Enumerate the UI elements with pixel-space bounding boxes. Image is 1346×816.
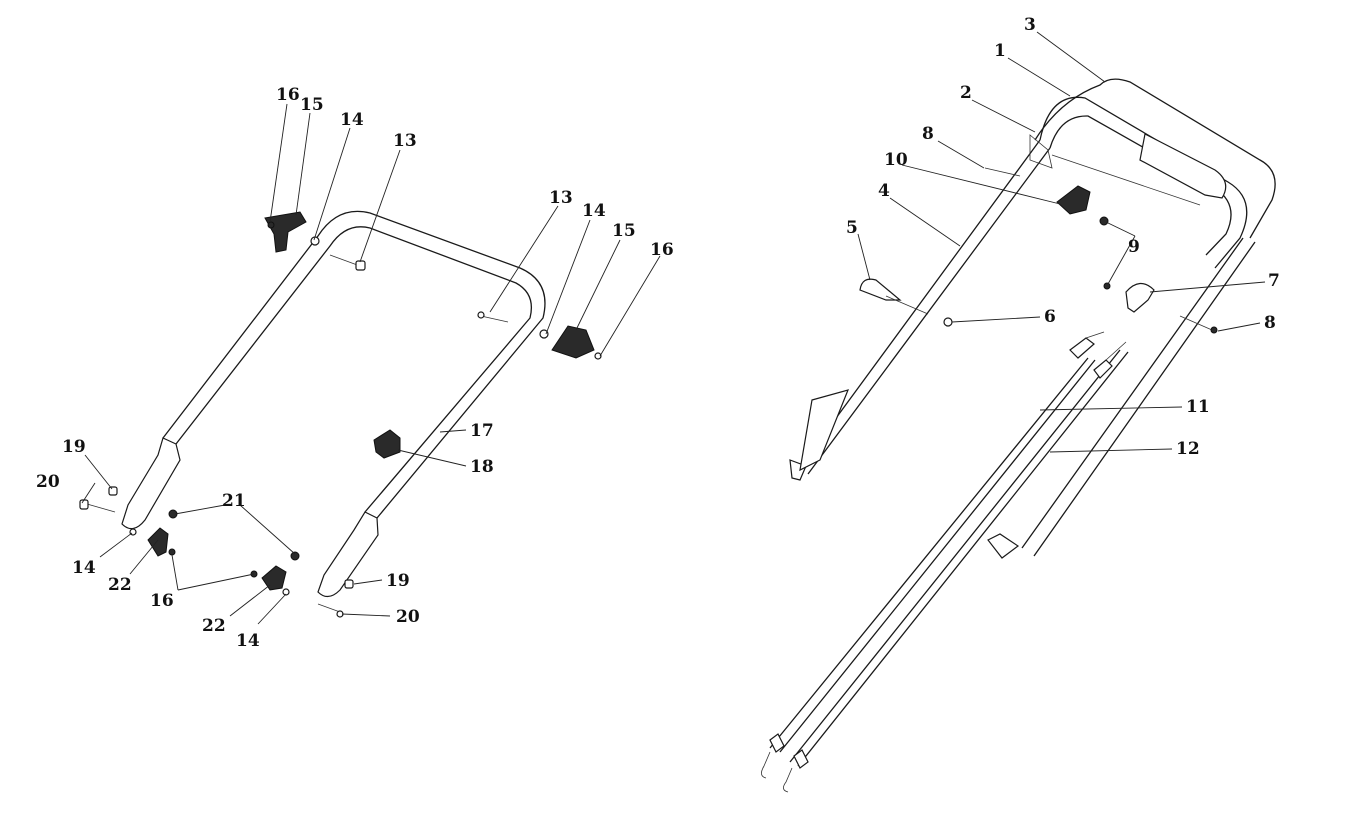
callout-3: 3 xyxy=(1024,15,1036,35)
grip-foam xyxy=(1139,133,1227,199)
callout-5: 5 xyxy=(846,218,858,238)
upper-handle-assembly xyxy=(761,78,1276,793)
cable-hook xyxy=(859,278,902,301)
callout-13-top-left: 13 xyxy=(393,131,417,151)
upper-handle-right-tube xyxy=(1021,237,1256,557)
callout-6: 6 xyxy=(1044,307,1056,327)
callout-15-top-right: 15 xyxy=(612,221,636,241)
callout-15-top-left: 15 xyxy=(300,95,324,115)
callout-20-left: 20 xyxy=(36,472,60,492)
callout-17: 17 xyxy=(470,421,494,441)
grip-piece xyxy=(373,429,401,459)
right-leader-lines xyxy=(857,31,1266,453)
callout-10: 10 xyxy=(884,150,908,170)
callout-20-right: 20 xyxy=(396,607,420,627)
callout-16-top-left: 16 xyxy=(276,85,300,105)
top-handle-bar xyxy=(1039,96,1248,269)
callout-8-top: 8 xyxy=(922,124,934,144)
callout-18: 18 xyxy=(470,457,494,477)
knob-bottom-left xyxy=(147,527,169,557)
cable-clip xyxy=(1125,282,1155,313)
right-bracket-plate xyxy=(317,511,379,598)
control-cable-long xyxy=(769,357,1096,753)
knob-top-left xyxy=(264,211,307,253)
callout-11: 11 xyxy=(1186,397,1210,417)
callout-1: 1 xyxy=(994,41,1006,61)
callout-4: 4 xyxy=(878,181,890,201)
cable-fitting xyxy=(1056,185,1091,215)
knob-bottom-right xyxy=(261,565,287,591)
knob-top-right xyxy=(551,325,595,359)
lower-handle-assembly xyxy=(79,210,602,618)
control-cable-short xyxy=(789,349,1129,767)
callout-21: 21 xyxy=(222,491,246,511)
callout-2: 2 xyxy=(960,83,972,103)
callout-13-top-right: 13 xyxy=(549,188,573,208)
lower-handle-tube xyxy=(162,210,546,519)
callout-14-bottom-left: 14 xyxy=(72,558,96,578)
callout-9: 9 xyxy=(1128,237,1140,257)
callout-22-bottom-right: 22 xyxy=(202,616,226,636)
callout-12: 12 xyxy=(1176,439,1200,459)
callout-14-bottom-right: 14 xyxy=(236,631,260,651)
callout-22-bottom-left: 22 xyxy=(108,575,132,595)
callout-16-top-right: 16 xyxy=(650,240,674,260)
left-callouts: 16 15 14 13 13 14 15 16 17 18 19 20 21 1… xyxy=(36,85,674,651)
callout-16-bottom: 16 xyxy=(150,591,174,611)
callout-19-left: 19 xyxy=(62,437,86,457)
callout-14-top-right: 14 xyxy=(582,201,606,221)
bail-bar xyxy=(1034,78,1276,239)
callout-19-right: 19 xyxy=(386,571,410,591)
right-callouts: 3 1 2 8 10 4 5 9 7 6 8 11 12 xyxy=(846,15,1280,459)
left-leader-lines xyxy=(81,103,661,625)
callout-7: 7 xyxy=(1268,271,1280,291)
callout-14-top-left: 14 xyxy=(340,110,364,130)
callout-8-bottom: 8 xyxy=(1264,313,1276,333)
